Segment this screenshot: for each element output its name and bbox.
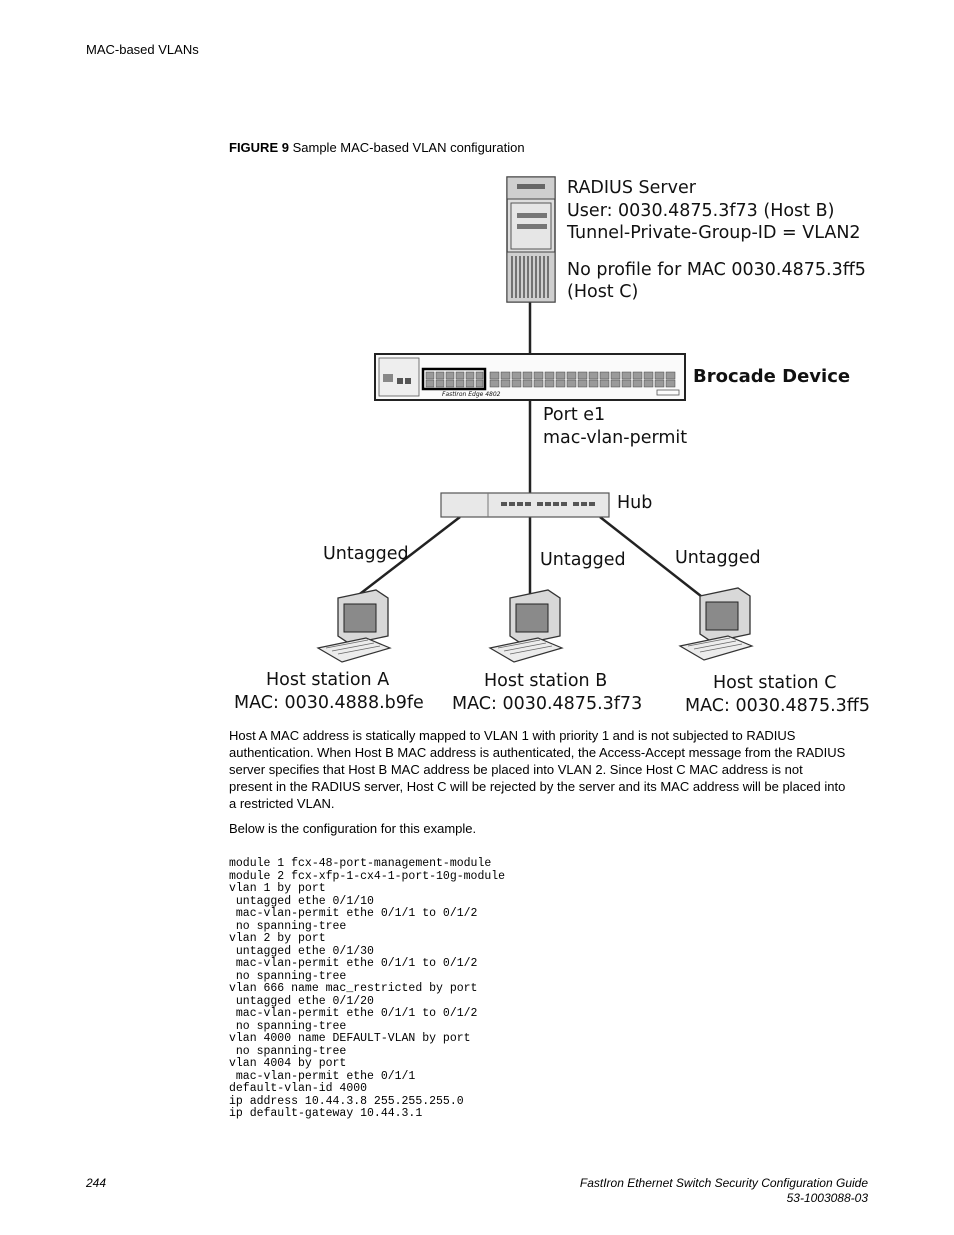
- host-c-mac: MAC: 0030.4875.3ff5: [685, 696, 870, 716]
- radius-server-title: RADIUS Server: [567, 178, 696, 198]
- host-a-mac: MAC: 0030.4888.b9fe: [234, 693, 424, 713]
- footer-doc-number: 53-1003088-03: [786, 1191, 868, 1205]
- config-intro: Below is the configuration for this exam…: [229, 821, 477, 836]
- figure-title: Sample MAC-based VLAN configuration: [292, 140, 525, 155]
- port-mode-label: mac-vlan-permit: [543, 428, 688, 448]
- radius-noprofile-line1: No profile for MAC 0030.4875.3ff5: [567, 260, 866, 280]
- host-c-computer-icon: [678, 587, 754, 661]
- radius-noprofile-line2: (Host C): [567, 282, 639, 302]
- hub-to-host-a-link: [351, 516, 461, 601]
- explanation-paragraph: Host A MAC address is statically mapped …: [229, 728, 846, 811]
- untagged-label-left: Untagged: [323, 544, 409, 564]
- hub-to-host-c-link: [599, 516, 707, 601]
- hub-label: Hub: [617, 493, 653, 513]
- host-b-computer-icon: [488, 589, 564, 663]
- page-number: 244: [86, 1176, 107, 1190]
- brocade-device-label: Brocade Device: [693, 366, 851, 387]
- radius-user: User: 0030.4875.3f73 (Host B): [567, 201, 835, 221]
- footer-doc-info: FastIron Ethernet Switch Security Config…: [580, 1176, 868, 1206]
- figure-caption: FIGURE 9 Sample MAC-based VLAN configura…: [229, 140, 525, 155]
- network-diagram: [316, 176, 754, 663]
- untagged-label-middle: Untagged: [540, 550, 626, 570]
- untagged-label-right: Untagged: [675, 548, 761, 568]
- radius-server-icon: [506, 176, 556, 303]
- host-a-computer-icon: [316, 589, 392, 663]
- config-code-block: module 1 fcx-48-port-management-module m…: [229, 857, 506, 1120]
- switch-model-label: FastIron Edge 4802: [442, 391, 501, 398]
- host-b-name: Host station B: [484, 671, 608, 691]
- running-header: MAC-based VLANs: [86, 42, 199, 57]
- hub-icon: [440, 492, 610, 518]
- port-label: Port e1: [543, 405, 606, 425]
- footer-doc-title: FastIron Ethernet Switch Security Config…: [579, 1176, 868, 1190]
- host-b-mac: MAC: 0030.4875.3f73: [452, 694, 643, 714]
- host-a-name: Host station A: [266, 670, 390, 690]
- radius-tunnel: Tunnel-Private-Group-ID = VLAN2: [567, 223, 861, 243]
- host-c-name: Host station C: [713, 673, 837, 693]
- brocade-switch-icon: [374, 353, 686, 401]
- figure-number: FIGURE 9: [229, 140, 289, 155]
